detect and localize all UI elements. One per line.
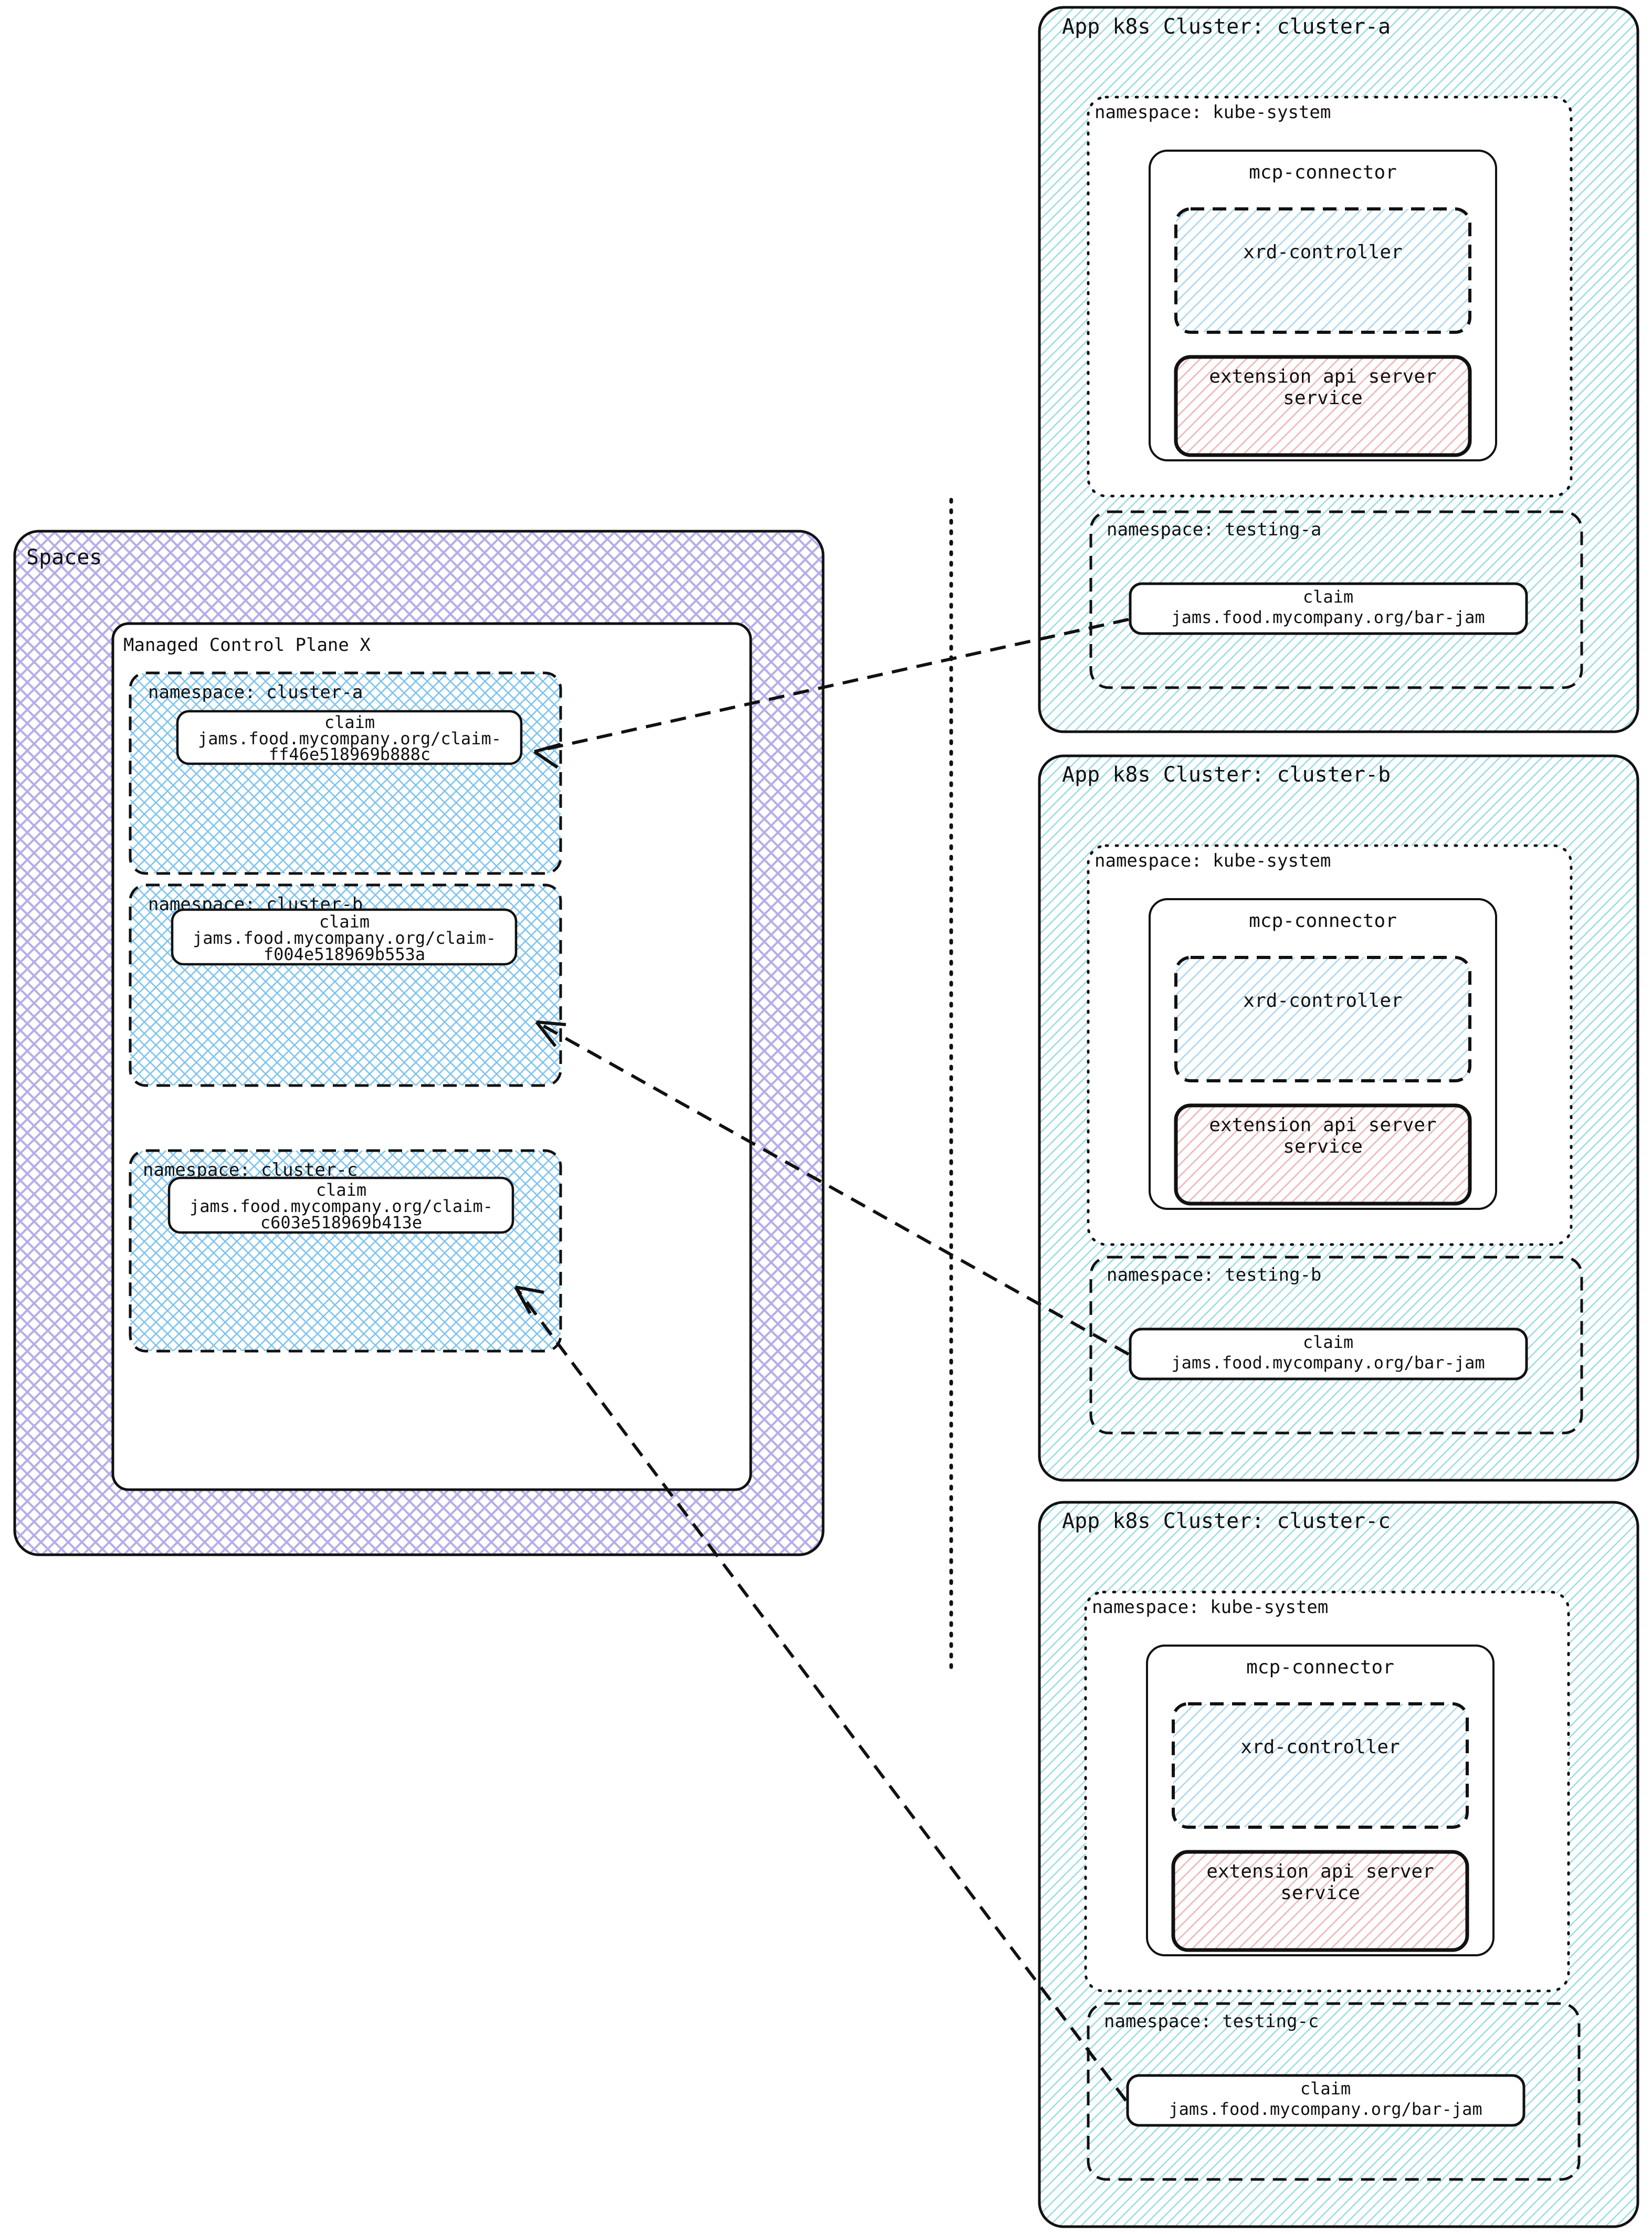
cluster-a-xrd-controller (1174, 207, 1471, 334)
cluster-c-panel: App k8s Cluster: cluster-c namespace: ku… (1038, 1501, 1639, 2228)
cluster-a-claim-kind: claim (1303, 587, 1353, 607)
cluster-b-title: App k8s Cluster: cluster-b (1062, 763, 1391, 787)
cluster-b-kube-system-label: namespace: kube-system (1095, 850, 1331, 871)
arrow-head-cluster-b (535, 1020, 566, 1047)
cluster-c-xrd-controller-label: xrd-controller (1240, 1736, 1400, 1758)
cluster-c-testing-label: namespace: testing-c (1104, 2011, 1319, 2032)
mcp-namespace-cluster-a-label: namespace: cluster-a (148, 682, 363, 703)
spaces-panel: Spaces Managed Control Plane X namespace… (13, 530, 825, 1556)
cluster-c-extension-api-line1: extension api server (1206, 1861, 1434, 1882)
cluster-b-claim-box[interactable] (1129, 1327, 1528, 1381)
claim-name-cluster-b-line1: jams.food.mycompany.org/claim- (193, 928, 496, 948)
cluster-b-panel: App k8s Cluster: cluster-b namespace: ku… (1038, 754, 1639, 1482)
cluster-b-mcp-connector-label: mcp-connector (1249, 910, 1397, 932)
cluster-a-panel: App k8s Cluster: cluster-a namespace: ku… (1038, 6, 1639, 733)
arrow-line-cluster-a (534, 618, 1129, 753)
claim-name-cluster-c-line1: jams.food.mycompany.org/claim- (190, 1196, 493, 1216)
cluster-a-xrd-controller-label: xrd-controller (1243, 241, 1402, 263)
mcp-namespace-cluster-a (129, 671, 562, 875)
cluster-b-claim-name: jams.food.mycompany.org/bar-jam (1171, 1353, 1485, 1373)
cluster-a-extension-api-line2: service (1283, 387, 1363, 409)
connector-arrows (514, 618, 1130, 2102)
cluster-b-extension-api-server (1174, 1103, 1472, 1206)
cluster-c-claim-box[interactable] (1126, 2074, 1525, 2127)
cluster-b-claim-kind: claim (1303, 1332, 1353, 1352)
claim-name-cluster-a-line1: jams.food.mycompany.org/claim- (198, 729, 501, 749)
cluster-c-claim-name: jams.food.mycompany.org/bar-jam (1169, 2099, 1482, 2119)
cluster-b-testing-label: namespace: testing-b (1107, 1264, 1321, 1285)
claim-kind-cluster-c: claim (316, 1180, 366, 1200)
claim-name-cluster-c-line2: c603e518969b413e (260, 1213, 422, 1232)
cluster-a-mcp-connector-label: mcp-connector (1249, 162, 1397, 183)
claim-name-cluster-b-line2: f004e518969b553a (264, 944, 425, 964)
cluster-c-extension-api-line2: service (1280, 1882, 1360, 1904)
claim-box-cluster-a[interactable] (176, 710, 523, 765)
cluster-c-claim-kind: claim (1300, 2079, 1351, 2099)
claim-kind-cluster-b: claim (319, 912, 370, 932)
cluster-a-title: App k8s Cluster: cluster-a (1062, 15, 1391, 39)
arrow-line-cluster-b (535, 1020, 1130, 1356)
managed-control-plane-label: Managed Control Plane X (123, 635, 371, 656)
cluster-b-extension-api-line1: extension api server (1209, 1114, 1436, 1136)
cluster-c-extension-api-server (1171, 1850, 1469, 1952)
cluster-a-extension-api-line1: extension api server (1209, 366, 1436, 387)
cluster-b-extension-api-line2: service (1283, 1136, 1363, 1157)
cluster-b-xrd-controller (1174, 956, 1471, 1082)
cluster-a-extension-api-server (1174, 355, 1472, 457)
cluster-a-kube-system-label: namespace: kube-system (1095, 102, 1331, 123)
arrow-head-cluster-a (533, 743, 561, 769)
cluster-c-mcp-connector-label: mcp-connector (1246, 1657, 1394, 1678)
claim-box-cluster-b[interactable] (171, 908, 518, 966)
cluster-b-xrd-controller-label: xrd-controller (1243, 990, 1402, 1011)
cluster-a-claim-box[interactable] (1129, 582, 1528, 635)
cluster-a-testing-label: namespace: testing-a (1107, 519, 1321, 540)
claim-box-cluster-c[interactable] (167, 1176, 514, 1234)
arrow-head-cluster-c (514, 1285, 544, 1314)
cluster-a-claim-name: jams.food.mycompany.org/bar-jam (1171, 607, 1485, 627)
cluster-c-title: App k8s Cluster: cluster-c (1062, 1509, 1391, 1533)
arrow-line-cluster-c (514, 1286, 1128, 2102)
claim-name-cluster-a-line2: ff46e518969b888c (269, 744, 430, 764)
cluster-c-kube-system-label: namespace: kube-system (1092, 1597, 1328, 1618)
spaces-label: Spaces (26, 545, 102, 570)
claim-kind-cluster-a: claim (324, 712, 375, 732)
cluster-c-xrd-controller (1172, 1702, 1469, 1829)
